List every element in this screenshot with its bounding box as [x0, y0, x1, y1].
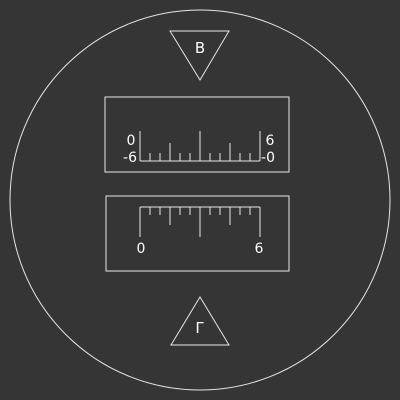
top-marker: В [169, 30, 230, 81]
top-triangle [169, 30, 230, 81]
lower-left-label: 0 [137, 241, 146, 257]
upper-left-top-label: 0 [127, 133, 136, 149]
lower-right-label: 6 [255, 241, 264, 257]
upper-scale: 0 -6 6 -0 [104, 96, 290, 173]
upper-right-bottom-label: -0 [261, 150, 275, 166]
lower-scale-frame [105, 195, 290, 272]
bottom-triangle [170, 296, 230, 346]
upper-scale-frame [104, 96, 290, 173]
top-marker-label: В [195, 39, 205, 57]
lower-scale: 0 6 [105, 195, 290, 272]
scope-circle [9, 9, 391, 391]
lower-scale-ticks [139, 207, 261, 237]
upper-scale-ticks [139, 131, 261, 161]
bottom-marker: Г [170, 296, 230, 346]
upper-left-bottom-label: -6 [123, 150, 137, 166]
bottom-marker-label: Г [195, 319, 204, 337]
upper-right-top-label: 6 [266, 133, 275, 149]
